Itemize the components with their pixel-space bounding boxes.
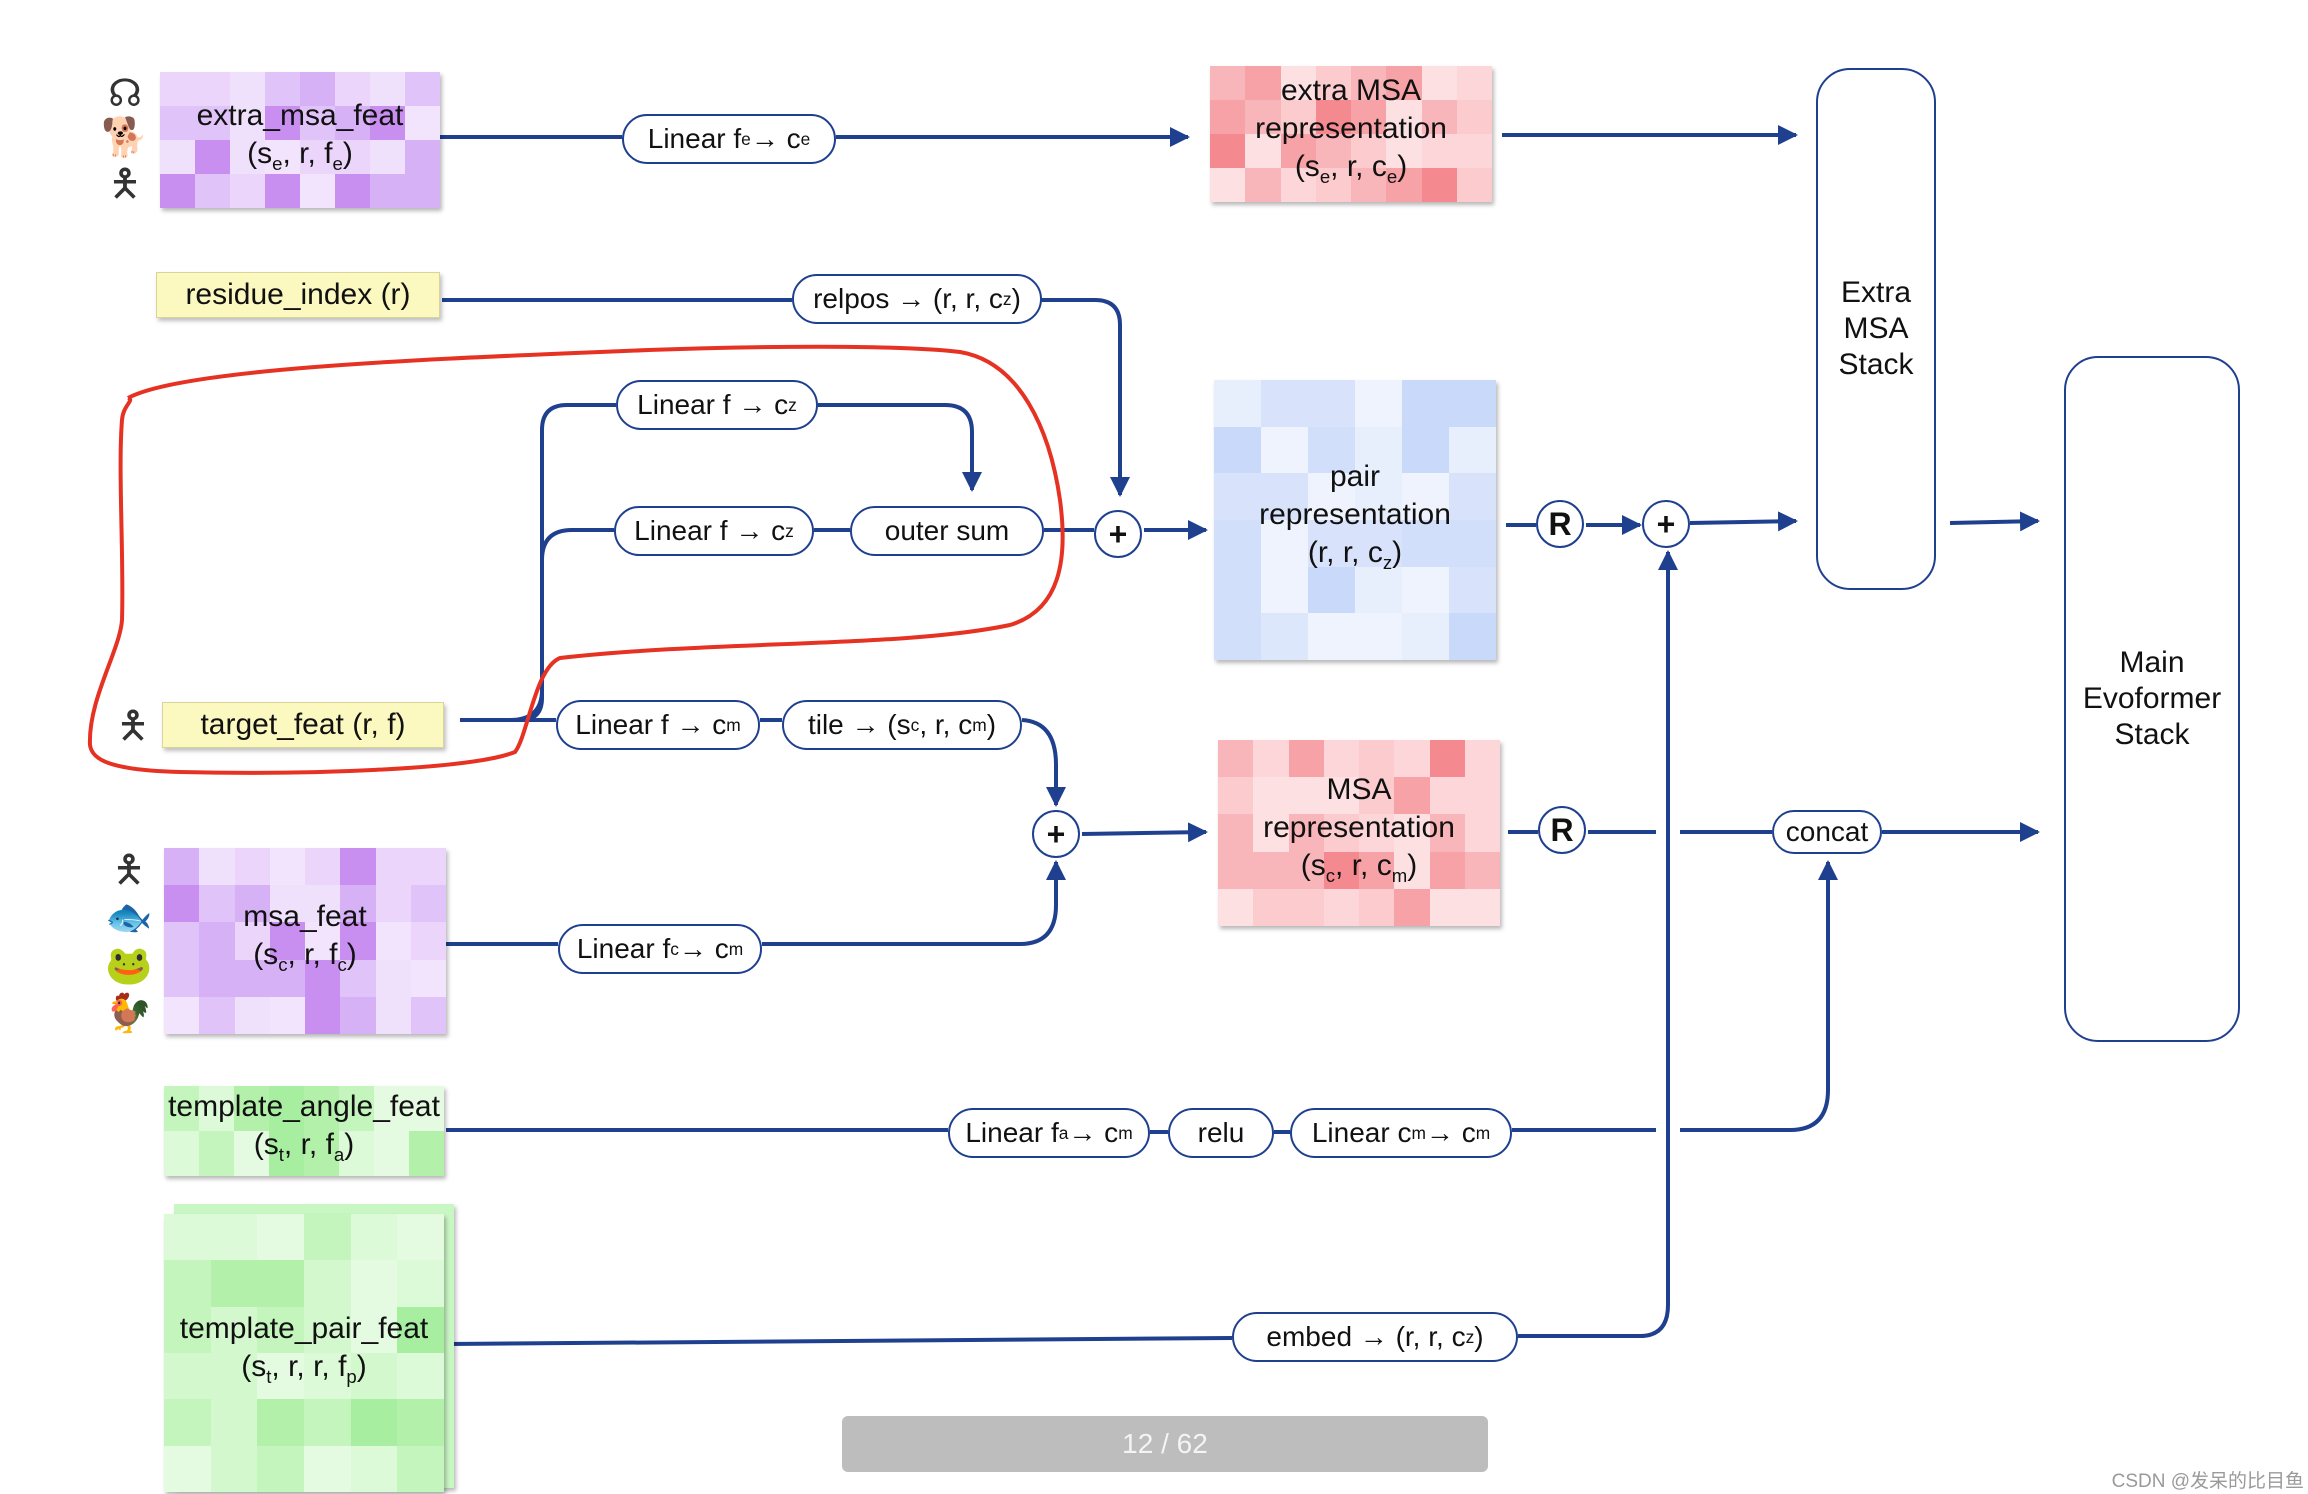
- msa-rep-line2: representation: [1263, 811, 1455, 844]
- page-indicator[interactable]: 12 / 62: [842, 1416, 1488, 1472]
- extra-msa-feat-name: extra_msa_feat: [196, 99, 404, 132]
- concat-pill: concat: [1772, 810, 1882, 854]
- ear-icon: ☊: [108, 73, 142, 115]
- human-icon: 🯅: [112, 849, 146, 891]
- wire-plus-to-msa-rep: [1081, 822, 1208, 843]
- target-feat-box: target_feat (r, f): [162, 702, 444, 748]
- plus-pair-node: +: [1094, 510, 1142, 558]
- wire-linear-to-plus-msa: [762, 860, 1066, 946]
- fish-icon: 🐟: [105, 897, 153, 939]
- extra-msa-stack-line1: Extra: [1840, 276, 1912, 309]
- extra-msa-feat-shape: (se, r, fe): [247, 137, 353, 174]
- msa-feat-box: msa_feat (sc, r, fc): [164, 848, 446, 1034]
- residue-index-label: residue_index (r): [185, 278, 411, 311]
- main-stack-line3: Stack: [2114, 718, 2190, 751]
- recycle-msa-node: R: [1538, 806, 1586, 854]
- template-angle-feat-box: template_angle_feat (st, r, fa): [164, 1086, 444, 1176]
- wire-embed-to-plus: [1518, 550, 1678, 1338]
- watermark: CSDN @发呆的比目鱼: [2111, 1471, 2304, 1492]
- pair-representation-box: pair representation (r, r, cz): [1214, 380, 1496, 660]
- highlight-loop: [87, 344, 1065, 775]
- msa-representation-box: MSA representation (sc, r, cm): [1218, 740, 1500, 926]
- msa-feat-shape: (sc, r, fc): [253, 938, 357, 975]
- human-icon: 🯅: [116, 705, 150, 747]
- human-icon: 🯅: [108, 163, 142, 205]
- template-pair-feat-name: template_pair_feat: [179, 1312, 429, 1345]
- pair-rep-line2: representation: [1259, 498, 1451, 531]
- wire-pair-feat-to-embed: [447, 1336, 1233, 1346]
- extra-msa-stack-line3: Stack: [1838, 348, 1914, 381]
- target-feat-label: target_feat (r, f): [200, 708, 406, 741]
- wire-linear-to-concat: [1512, 862, 1828, 1132]
- chicken-icon: 🐓: [105, 993, 153, 1035]
- pair-rep-shape: (r, r, cz): [1307, 536, 1403, 573]
- wire-linear-cz1-to-outersum: [818, 403, 982, 492]
- page-indicator-text: 12 / 62: [1122, 1428, 1208, 1459]
- extra-msa-feat-box: extra_msa_feat (se, r, fe): [160, 72, 440, 208]
- msa-feat-name: msa_feat: [243, 900, 367, 933]
- wire-tile-to-plus: [1021, 718, 1066, 807]
- pair-rep-line1: pair: [1329, 460, 1381, 493]
- wire-target-to-linear-cz1: [460, 403, 616, 722]
- msa-rep-shape: (sc, r, cm): [1300, 849, 1418, 886]
- plus-msa-node: +: [1032, 810, 1080, 858]
- msa-rep-line1: MSA: [1326, 773, 1392, 806]
- outer-sum-pill: outer sum: [850, 506, 1044, 556]
- template-angle-feat-shape: (st, r, fa): [253, 1128, 355, 1165]
- frog-icon: 🐸: [105, 945, 153, 987]
- wire-target-to-linear-cz2: [509, 528, 614, 722]
- extra-msa-rep-shape: (se, r, ce): [1294, 150, 1408, 187]
- relu-pill: relu: [1168, 1108, 1274, 1158]
- template-pair-feat-shape: (st, r, r, fp): [241, 1350, 367, 1387]
- extra-msa-rep-line2: representation: [1255, 112, 1447, 145]
- recycle-pair-node: R: [1536, 500, 1584, 548]
- main-stack-line2: Evoformer: [2082, 682, 2222, 715]
- extra-msa-stack-line2: MSA: [1843, 312, 1909, 345]
- plus-template-node: +: [1642, 500, 1690, 548]
- wire-plus-to-extra-stack: [1689, 511, 1798, 532]
- wire-extra-stack-to-main: [1949, 511, 2040, 532]
- template-pair-feat-box: template_pair_feat (st, r, r, fp): [164, 1214, 444, 1492]
- dog-icon: 🐕: [101, 117, 149, 159]
- extra-msa-rep-line1: extra MSA: [1280, 74, 1422, 107]
- extra-msa-representation-box: extra MSA representation (se, r, ce): [1210, 66, 1492, 202]
- main-stack-line1: Main: [2119, 646, 2185, 679]
- residue-index-box: residue_index (r): [156, 272, 440, 318]
- template-angle-feat-name: template_angle_feat: [168, 1090, 440, 1123]
- wire-relpos-to-plus: [1040, 298, 1130, 497]
